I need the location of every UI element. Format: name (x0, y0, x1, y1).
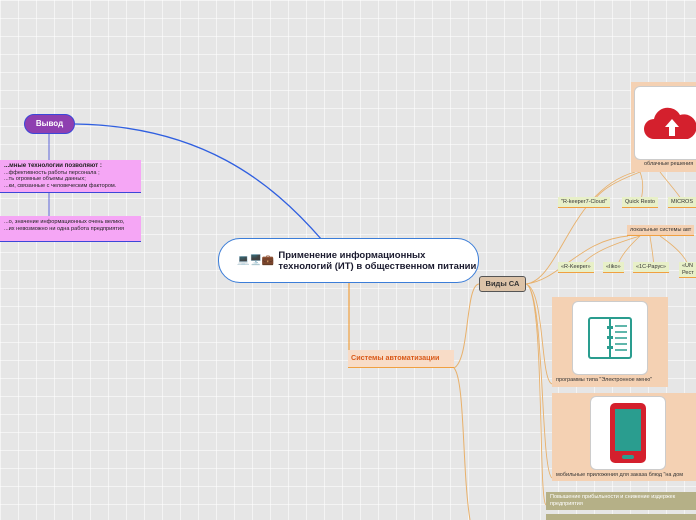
tag-un-rest[interactable]: «UN Рест (679, 262, 696, 278)
tag-un-line: «UN (682, 263, 694, 269)
tag-iiko[interactable]: «Iiko» (603, 262, 624, 273)
central-topic[interactable]: 💻🖥️💼 Применение информационных технологи… (218, 238, 479, 283)
benefit-line: Повышение прибыльности и снижение издерж… (550, 494, 676, 500)
benefit-box-2[interactable] (546, 514, 696, 520)
conclusion-box-1[interactable]: ...мные технологии позволяют : ...ффекти… (0, 160, 141, 193)
emenu-caption: программы типа "Электронное меню" (556, 377, 653, 383)
topic-systems[interactable]: Системы автоматизации (348, 350, 454, 368)
mobile-app-card[interactable]: мобильные приложения для заказа блюд "на… (552, 393, 696, 481)
benefit-line: предприятия (550, 501, 583, 507)
tag-rkeeper[interactable]: «R-Keeper» (558, 262, 594, 273)
conclusion-box-2[interactable]: ...о, значение информационных очень вели… (0, 216, 141, 242)
cloud-solutions-card[interactable]: облачные решения (631, 82, 696, 172)
local-systems-label[interactable]: локальные системы авт (627, 225, 695, 236)
computer-icons: 💻🖥️💼 (237, 255, 275, 266)
conclusion-line: ...ть огромные объемы данных; (4, 176, 86, 183)
conclusion-line: ...ки, связанные с человеческим фактором… (4, 182, 117, 189)
tag-1c-rarus[interactable]: «1С-Рарус» (633, 262, 669, 273)
central-topic-title: Применение информационных технологий (ИТ… (278, 249, 477, 272)
smartphone-icon (590, 396, 666, 470)
conclusion-box-1-head: ...мные технологии позволяют : (4, 162, 102, 169)
topic-vyvod[interactable]: Вывод (24, 114, 75, 134)
notebook-icon (572, 301, 648, 375)
tag-rkeeper-cloud[interactable]: "R-keeper7-Cloud" (558, 197, 610, 208)
benefit-box[interactable]: Повышение прибыльности и снижение издерж… (546, 492, 696, 510)
tag-rest-line: Рест (682, 270, 694, 276)
emenu-card[interactable]: программы типа "Электронное меню" (552, 297, 668, 387)
tag-micros[interactable]: MICROS (668, 197, 696, 208)
topic-vidy-sa[interactable]: Виды СА (479, 276, 526, 292)
conclusion-line: ...их невозможно ни одна работа предприя… (4, 225, 125, 232)
conclusion-line: ...ффективность работы персонала ; (4, 169, 100, 176)
cloud-caption: облачные решения (644, 161, 694, 167)
cloud-upload-icon (634, 86, 696, 160)
mobile-caption: мобильные приложения для заказа блюд "на… (556, 472, 684, 478)
tag-quick-resto[interactable]: Quick Resto (622, 197, 658, 208)
conclusion-line: ...о, значение информационных очень вели… (4, 219, 125, 225)
